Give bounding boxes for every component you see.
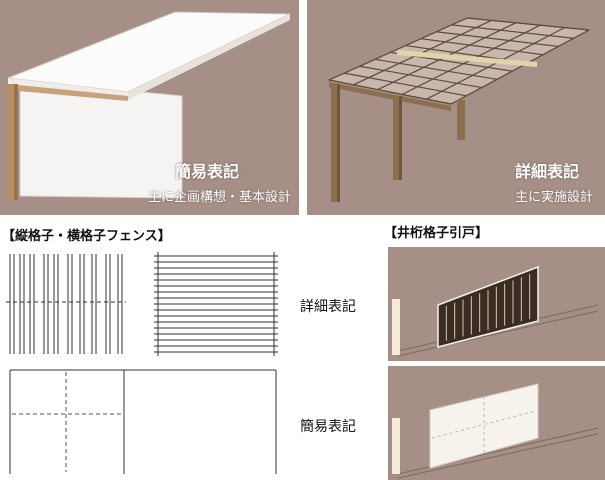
gate-simple-panel bbox=[388, 366, 605, 480]
detailed-panel-subtitle: 主に実施設計 bbox=[514, 190, 593, 205]
detailed-notation-panel: 詳細表記 主に実施設計 bbox=[307, 0, 605, 215]
gate-heading: 【井桁格子引戸】 bbox=[384, 226, 489, 241]
simple-notation-panel: 簡易表記 主に企画構想・基本設計 bbox=[0, 0, 299, 215]
gate-detailed-illustration bbox=[392, 265, 599, 357]
detailed-pergola-illustration bbox=[327, 17, 591, 202]
fence-detailed-drawing bbox=[6, 252, 278, 356]
simple-canopy-illustration bbox=[7, 11, 291, 200]
gate-detailed-panel bbox=[388, 247, 605, 361]
gate-simple-illustration bbox=[392, 383, 599, 479]
fence-heading: 【縦格子・横格子フェンス】 bbox=[2, 229, 171, 244]
detailed-label: 詳細表記 bbox=[300, 299, 356, 315]
simple-label: 簡易表記 bbox=[300, 419, 356, 435]
fence-simple-drawing bbox=[9, 369, 277, 474]
simple-panel-subtitle: 主に企画構想・基本設計 bbox=[147, 190, 291, 205]
simple-panel-title: 簡易表記 bbox=[174, 162, 239, 181]
detailed-panel-title: 詳細表記 bbox=[514, 162, 579, 181]
